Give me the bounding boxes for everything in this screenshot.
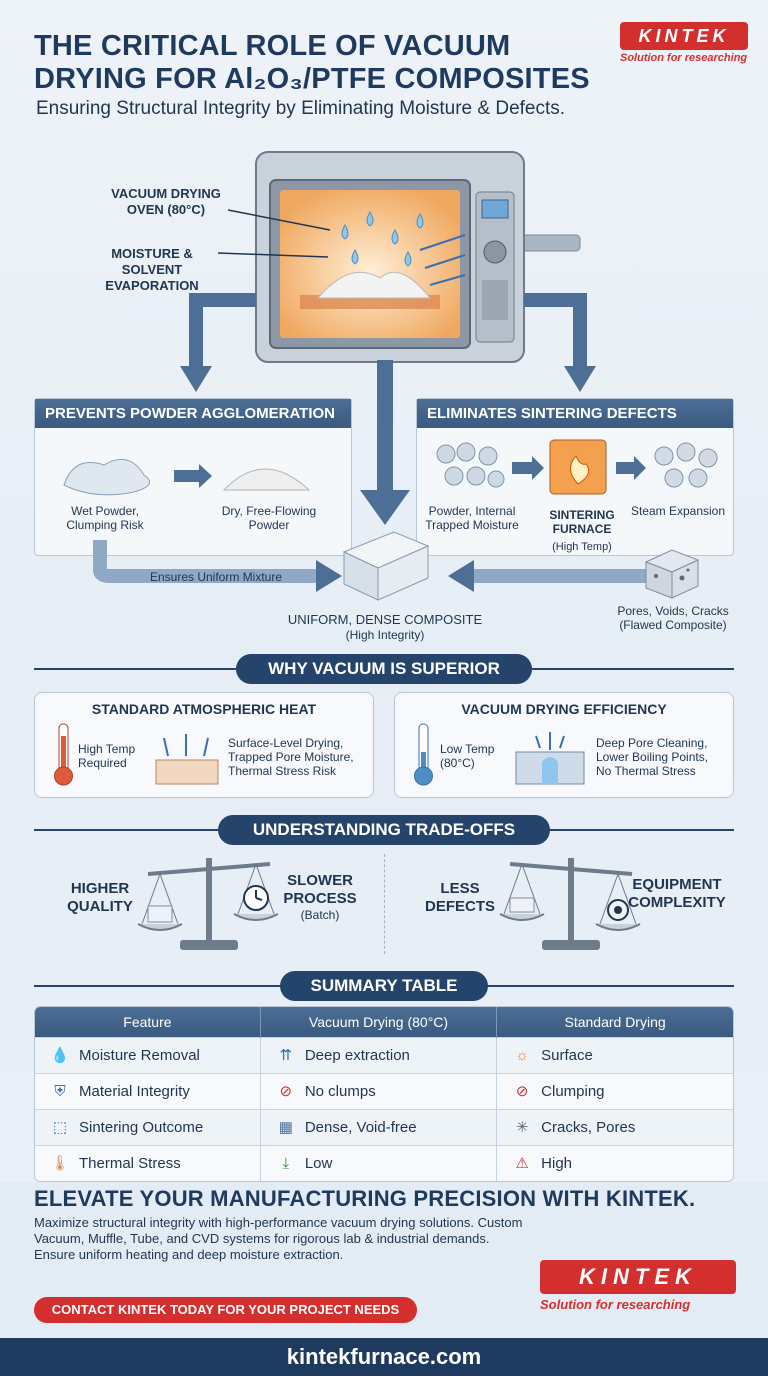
trapped-moisture-label: Powder, Internal Trapped Moisture — [425, 504, 519, 532]
page-subtitle: Ensuring Structural Integrity by Elimina… — [36, 98, 566, 119]
col-standard: Standard Drying — [564, 1013, 666, 1030]
standard-heat-desc: Surface-Level Drying, Trapped Pore Moist… — [228, 736, 354, 778]
thermometer-low-icon — [414, 723, 433, 786]
higher-quality-label: HIGHER QUALITY — [67, 880, 133, 915]
high-temp-label: High Temp Required — [78, 742, 136, 770]
uniform-mixture-label: Ensures Uniform Mixture — [149, 570, 283, 584]
composite-title: UNIFORM, DENSE COMPOSITE — [287, 612, 483, 627]
sintering-panel-title: ELIMINATES SINTERING DEFECTS — [417, 399, 733, 428]
flawed-cube-icon — [644, 549, 700, 599]
summary-heading: SUMMARY TABLE — [280, 971, 488, 1001]
cta-title: ELEVATE YOUR MANUFACTURING PRECISION WIT… — [34, 1186, 696, 1211]
cell-feature: Thermal Stress — [79, 1155, 181, 1173]
cell-vacuum: Dense, Void-free — [304, 1119, 417, 1136]
extraction-icon: ⇈ — [279, 1047, 293, 1064]
table-row: ⛨ Material Integrity ⊘ No clumps ⊘ Clumping — [35, 1072, 733, 1109]
tradeoffs-separator — [384, 854, 385, 954]
scale-quality-icon — [137, 858, 279, 950]
composite-flow-arrows — [93, 540, 650, 592]
summary-table: Feature Vacuum Drying (80°C) Standard Dr… — [34, 1006, 734, 1182]
sintering-icon: ⬚ — [52, 1119, 68, 1136]
powder-illustration — [63, 458, 311, 496]
scale-defects-icon — [499, 858, 641, 950]
dry-powder-label: Dry, Free-Flowing Powder — [221, 504, 317, 532]
cell-feature: Sintering Outcome — [79, 1119, 204, 1136]
low-temp-label: Low Temp (80°C) — [440, 742, 495, 770]
shield-icon: ⛨ — [54, 1082, 66, 1100]
wet-powder-label: Wet Powder, Clumping Risk — [66, 504, 144, 532]
thermometer-hot-icon — [54, 723, 73, 786]
cell-standard: Clumping — [541, 1083, 605, 1100]
col-feature: Feature — [35, 1007, 261, 1037]
logo-tagline: Solution for researching — [620, 52, 748, 64]
composite-block-icon — [342, 531, 430, 601]
title-line-1: THE CRITICAL ROLE OF VACUUM — [34, 30, 511, 62]
title-line-2: DRYING FOR Al₂O₃/PTFE COMPOSITES — [34, 63, 590, 95]
center-down-arrow — [360, 360, 410, 525]
cell-vacuum: Low — [304, 1154, 333, 1172]
droplets-icon: 💧 — [50, 1047, 70, 1064]
warning-icon: ⚠ — [515, 1155, 529, 1173]
cell-standard: Surface — [541, 1046, 593, 1064]
evaporation-label: MOISTURE & SOLVENT EVAPORATION — [105, 246, 199, 293]
col-vacuum: Vacuum Drying (80°C) — [260, 1007, 498, 1037]
cell-feature: Moisture Removal — [79, 1047, 200, 1064]
surface-heat-icon: ☼ — [515, 1046, 530, 1064]
summary-header-row: Feature Vacuum Drying (80°C) Standard Dr… — [35, 1007, 733, 1037]
furnace-label: SINTERING FURNACE — [549, 508, 615, 536]
cta-text: Maximize structural integrity with high-… — [34, 1215, 523, 1262]
cell-standard: Cracks, Pores — [541, 1119, 636, 1136]
composite-subtitle: (High Integrity) — [345, 628, 425, 642]
tradeoffs-heading: UNDERSTANDING TRADE-OFFS — [218, 815, 550, 845]
website-link[interactable]: kintekfurnace.com — [0, 1338, 768, 1376]
standard-heat-title: STANDARD ATMOSPHERIC HEAT — [91, 701, 317, 717]
clumping-icon: ⊘ — [515, 1083, 529, 1100]
furnace-sub-label: (High Temp) — [552, 541, 612, 553]
dense-block-icon: ▦ — [278, 1119, 293, 1136]
vacuum-efficiency-title: VACUUM DRYING EFFICIENCY — [461, 701, 667, 717]
contact-button[interactable]: CONTACT KINTEK TODAY FOR YOUR PROJECT NE… — [34, 1297, 417, 1323]
why-heading: WHY VACUUM IS SUPERIOR — [236, 654, 532, 684]
page-title: THE CRITICAL ROLE OF VACUUM DRYING FOR A… — [34, 30, 594, 96]
vacuum-efficiency-desc: Deep Pore Cleaning, Lower Boiling Points… — [596, 736, 709, 778]
agglomeration-panel-title: PREVENTS POWDER AGGLOMERATION — [35, 399, 351, 428]
thermometer-icon: 🌡 — [50, 1155, 70, 1173]
cell-feature: Material Integrity — [79, 1082, 190, 1100]
cell-standard: High — [541, 1155, 573, 1173]
flawed-composite-label: Pores, Voids, Cracks (Flawed Composite) — [617, 604, 729, 632]
oven-label: VACUUM DRYING OVEN (80°C) — [111, 186, 221, 217]
deep-pore-icon — [515, 732, 585, 785]
table-row: 💧 Moisture Removal ⇈ Deep extraction ☼ Surf… — [35, 1036, 733, 1073]
oven-illustration — [180, 151, 596, 392]
surface-drying-icon — [155, 734, 219, 785]
low-arrow-icon: ⤓ — [282, 1154, 290, 1172]
header-logo[interactable]: KINTEK Solution for researching — [620, 22, 748, 64]
table-row: ⬚ Sintering Outcome ▦ Dense, Void-free ✳ Cr… — [35, 1108, 733, 1145]
less-defects-label: LESS DEFECTS — [424, 880, 495, 915]
steam-label: Steam Expansion — [630, 504, 726, 518]
table-row: 🌡 Thermal Stress ⤓ Low ⚠ High — [35, 1144, 733, 1181]
footer-logo-wordmark: KINTEK — [540, 1260, 736, 1294]
slower-process-label: SLOWER PROCESS — [283, 872, 357, 907]
logo-wordmark: KINTEK — [620, 22, 748, 50]
slower-process-sub: (Batch) — [300, 908, 340, 922]
cell-vacuum: Deep extraction — [304, 1047, 410, 1064]
equipment-complexity-label: EQUIPMENT COMPLEXITY — [628, 876, 726, 911]
cell-vacuum: No clumps — [304, 1083, 376, 1100]
no-clumps-icon: ⊘ — [279, 1083, 293, 1100]
footer-logo[interactable]: KINTEK Solution for researching — [540, 1260, 736, 1312]
footer-logo-tagline: Solution for researching — [540, 1297, 691, 1312]
cracks-icon: ✳ — [515, 1119, 529, 1136]
sintering-illustration — [436, 439, 718, 495]
